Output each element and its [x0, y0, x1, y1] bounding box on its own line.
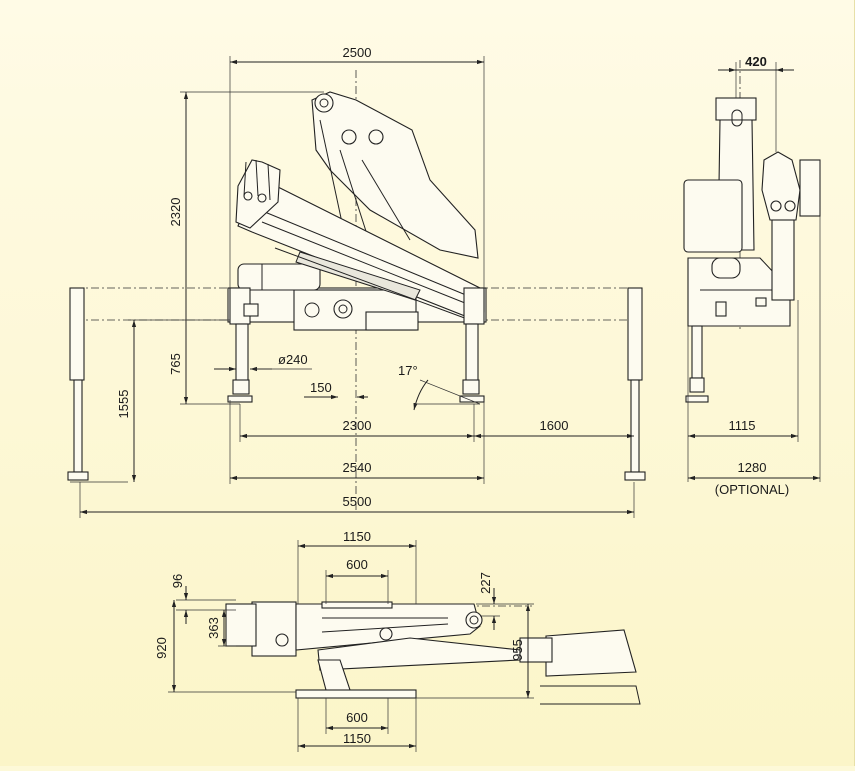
far-left-leg-housing — [69, 287, 85, 381]
far-left-leg — [73, 379, 83, 473]
optional-label: (OPTIONAL) — [715, 482, 789, 497]
dim-label-5500: 5500 — [343, 494, 372, 509]
side-leg-joint — [689, 377, 705, 393]
hook-2 — [255, 159, 259, 197]
dim-label-227: 227 — [478, 572, 493, 594]
dim-label-2300: 2300 — [343, 418, 372, 433]
dim-label-2500: 2500 — [343, 45, 372, 60]
column-pin-top-hub — [319, 98, 329, 108]
side-oil-tank — [683, 179, 743, 253]
top-boom — [295, 603, 481, 651]
far-right-foot — [624, 471, 646, 481]
hook-3 — [267, 163, 271, 201]
right-leg-foot-joint — [462, 379, 480, 395]
top-left-lug — [225, 603, 257, 647]
top-base-block — [251, 601, 297, 657]
head-pin-1 — [243, 191, 253, 201]
dim-label-1115: 1115 — [729, 418, 756, 433]
side-boom-head — [761, 151, 801, 221]
right-leg — [465, 323, 479, 383]
far-right-leg-housing — [627, 287, 643, 381]
top-base-pin — [275, 633, 289, 647]
left-leg-bracket — [243, 303, 259, 317]
side-base-detail-2 — [715, 301, 727, 317]
side-foot — [685, 395, 709, 403]
cylinder-rod — [274, 247, 471, 321]
top-view: 1150 600 96 363 920 227 955 — [154, 529, 641, 752]
dim-label-955: 955 — [510, 639, 525, 661]
side-view: 420 1115 1280 (OPTIONAL) — [683, 54, 821, 497]
top-right-eye — [465, 611, 483, 629]
right-leg-housing — [463, 287, 485, 325]
far-right-leg — [630, 379, 640, 473]
dim-label-bottom-1150: 1150 — [343, 731, 371, 746]
side-leg — [691, 325, 703, 379]
boom-line-1 — [259, 209, 479, 301]
dim-label-765: 765 — [168, 353, 183, 375]
slew-pinion — [333, 299, 353, 319]
head-pin-2 — [257, 193, 267, 203]
top-mid-pin — [379, 627, 393, 641]
hook-1 — [243, 161, 247, 197]
front-view: 2500 2320 765 1555 ø240 150 17° 2300 — [67, 45, 646, 518]
side-column-eye — [731, 109, 743, 127]
pinion-hub — [338, 304, 348, 314]
side-cylinder-end — [711, 257, 741, 279]
left-foot-pad — [227, 395, 253, 403]
dim-label-920: 920 — [154, 637, 169, 659]
top-stabilizer-upper — [321, 601, 393, 609]
dim-label-o240: ø240 — [278, 352, 308, 367]
dim-label-top-600: 600 — [346, 557, 368, 572]
dim-label-420: 420 — [745, 54, 767, 69]
angle-line — [419, 379, 481, 405]
column-pin — [341, 129, 357, 145]
side-column-head — [715, 97, 757, 121]
top-right-eye-hub — [469, 615, 479, 625]
column-pin-2 — [368, 129, 384, 145]
base-block — [365, 311, 419, 331]
top-stabilizer-lower — [295, 689, 417, 699]
left-leg — [235, 323, 249, 383]
column-pin-top — [314, 93, 334, 113]
oil-tank — [237, 263, 321, 291]
dim-label-363: 363 — [206, 617, 221, 639]
dim-label-96: 96 — [170, 574, 185, 588]
dim-label-2540: 2540 — [343, 460, 372, 475]
dim-label-1600: 1600 — [540, 418, 569, 433]
side-base-detail — [755, 297, 767, 307]
dim-label-1280: 1280 — [738, 460, 767, 475]
dim-label-150: 150 — [310, 380, 332, 395]
dim-label-top-1150: 1150 — [343, 529, 371, 544]
left-leg-foot-joint — [232, 379, 250, 395]
truck-chassis — [545, 629, 637, 677]
side-optional-block — [799, 159, 821, 217]
side-head-pin-2 — [784, 200, 796, 212]
dim-label-1555: 1555 — [116, 390, 131, 419]
far-left-foot — [67, 471, 89, 481]
right-foot-pad — [459, 395, 485, 403]
side-head-pin — [770, 200, 782, 212]
dim-label-bottom-600: 600 — [346, 710, 368, 725]
dim-label-angle: 17° — [398, 363, 418, 378]
truck-frame — [540, 685, 641, 705]
side-boom-arm — [771, 219, 795, 301]
column-edge-3 — [361, 159, 411, 241]
bolt-circle — [304, 302, 320, 318]
truck-bracket — [519, 637, 553, 663]
dim-label-2320: 2320 — [168, 198, 183, 227]
angle-arc — [413, 379, 429, 411]
boom-line-2 — [261, 221, 471, 306]
